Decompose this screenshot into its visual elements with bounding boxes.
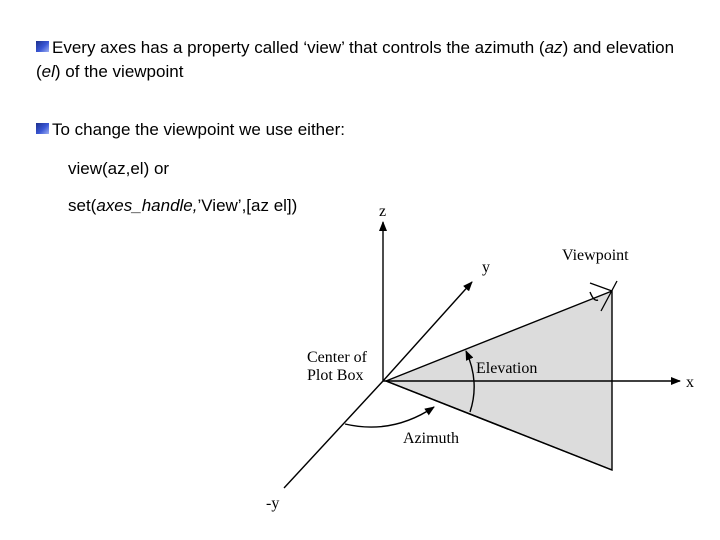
subitem-view-function: view(az,el) or <box>68 157 169 181</box>
bullet-icon <box>36 41 49 52</box>
center-label-line2: Plot Box <box>307 367 363 384</box>
b1-el: el <box>41 62 55 81</box>
s2-italic: axes_handle, <box>96 196 198 215</box>
x-label: x <box>686 374 694 391</box>
neg-y-label: -y <box>266 495 279 512</box>
viewpoint-pointer-right <box>600 280 618 312</box>
b1-text-2: ) and elevation ( <box>36 38 675 81</box>
b1-az: az <box>544 38 563 57</box>
subitem-set-function: set(axes_handle,’View’,[az el]) <box>68 194 297 218</box>
b2-text: To change the viewpoint we use either: <box>52 120 345 139</box>
azimuth-arc <box>344 406 435 428</box>
bullet-azimuth-elevation: Every axes has a property called ‘view’ … <box>36 36 676 84</box>
s2-prefix: set( <box>68 196 97 215</box>
s1-text: view(az,el) or <box>68 159 170 178</box>
y-label: y <box>482 259 490 276</box>
viewpoint-pointer-left <box>589 282 613 292</box>
z-label: z <box>379 203 386 220</box>
azimuth-projection-line <box>385 380 613 471</box>
b1-text-3: ) of the viewpoint <box>54 62 184 81</box>
center-label-line1: Center of <box>307 349 368 366</box>
bullet-change-viewpoint: To change the viewpoint we use either: <box>36 118 345 142</box>
s2-suffix: ’View’,[az el]) <box>197 196 298 215</box>
elevation-label: Elevation <box>476 360 537 377</box>
viewpoint-label: Viewpoint <box>562 247 629 264</box>
b1-text-1: Every axes has a property called ‘view’ … <box>52 38 545 57</box>
y-axis <box>382 281 473 382</box>
azimuth-label: Azimuth <box>403 430 459 447</box>
bullet-icon <box>36 123 49 134</box>
viewpoint-arc <box>589 291 599 302</box>
elevation-arc <box>465 350 475 413</box>
neg-y-axis <box>283 380 384 489</box>
